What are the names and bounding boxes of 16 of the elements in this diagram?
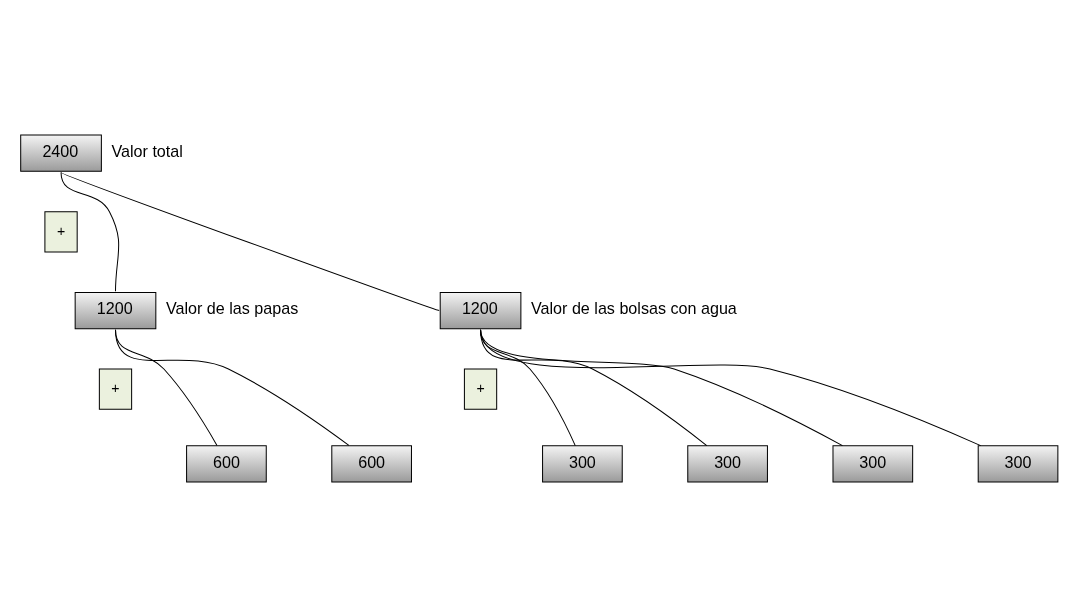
node-box: 300 [542, 444, 623, 482]
node-box: 300 [832, 444, 914, 482]
connector [115, 328, 350, 446]
node-box: 300 [687, 444, 768, 482]
node-box: 300 [977, 444, 1059, 482]
connector [480, 328, 982, 446]
node-box: + [44, 210, 78, 253]
connector [60, 171, 440, 311]
node-box: + [463, 368, 498, 410]
node-label: Valor de las papas [165, 298, 299, 317]
node-label: Valor total [111, 141, 183, 160]
node-box: 600 [186, 444, 267, 482]
node-box: 600 [331, 444, 412, 482]
connector [60, 171, 120, 292]
node-label: Valor de las bolsas con agua [530, 298, 737, 317]
node-box: + [98, 368, 133, 410]
